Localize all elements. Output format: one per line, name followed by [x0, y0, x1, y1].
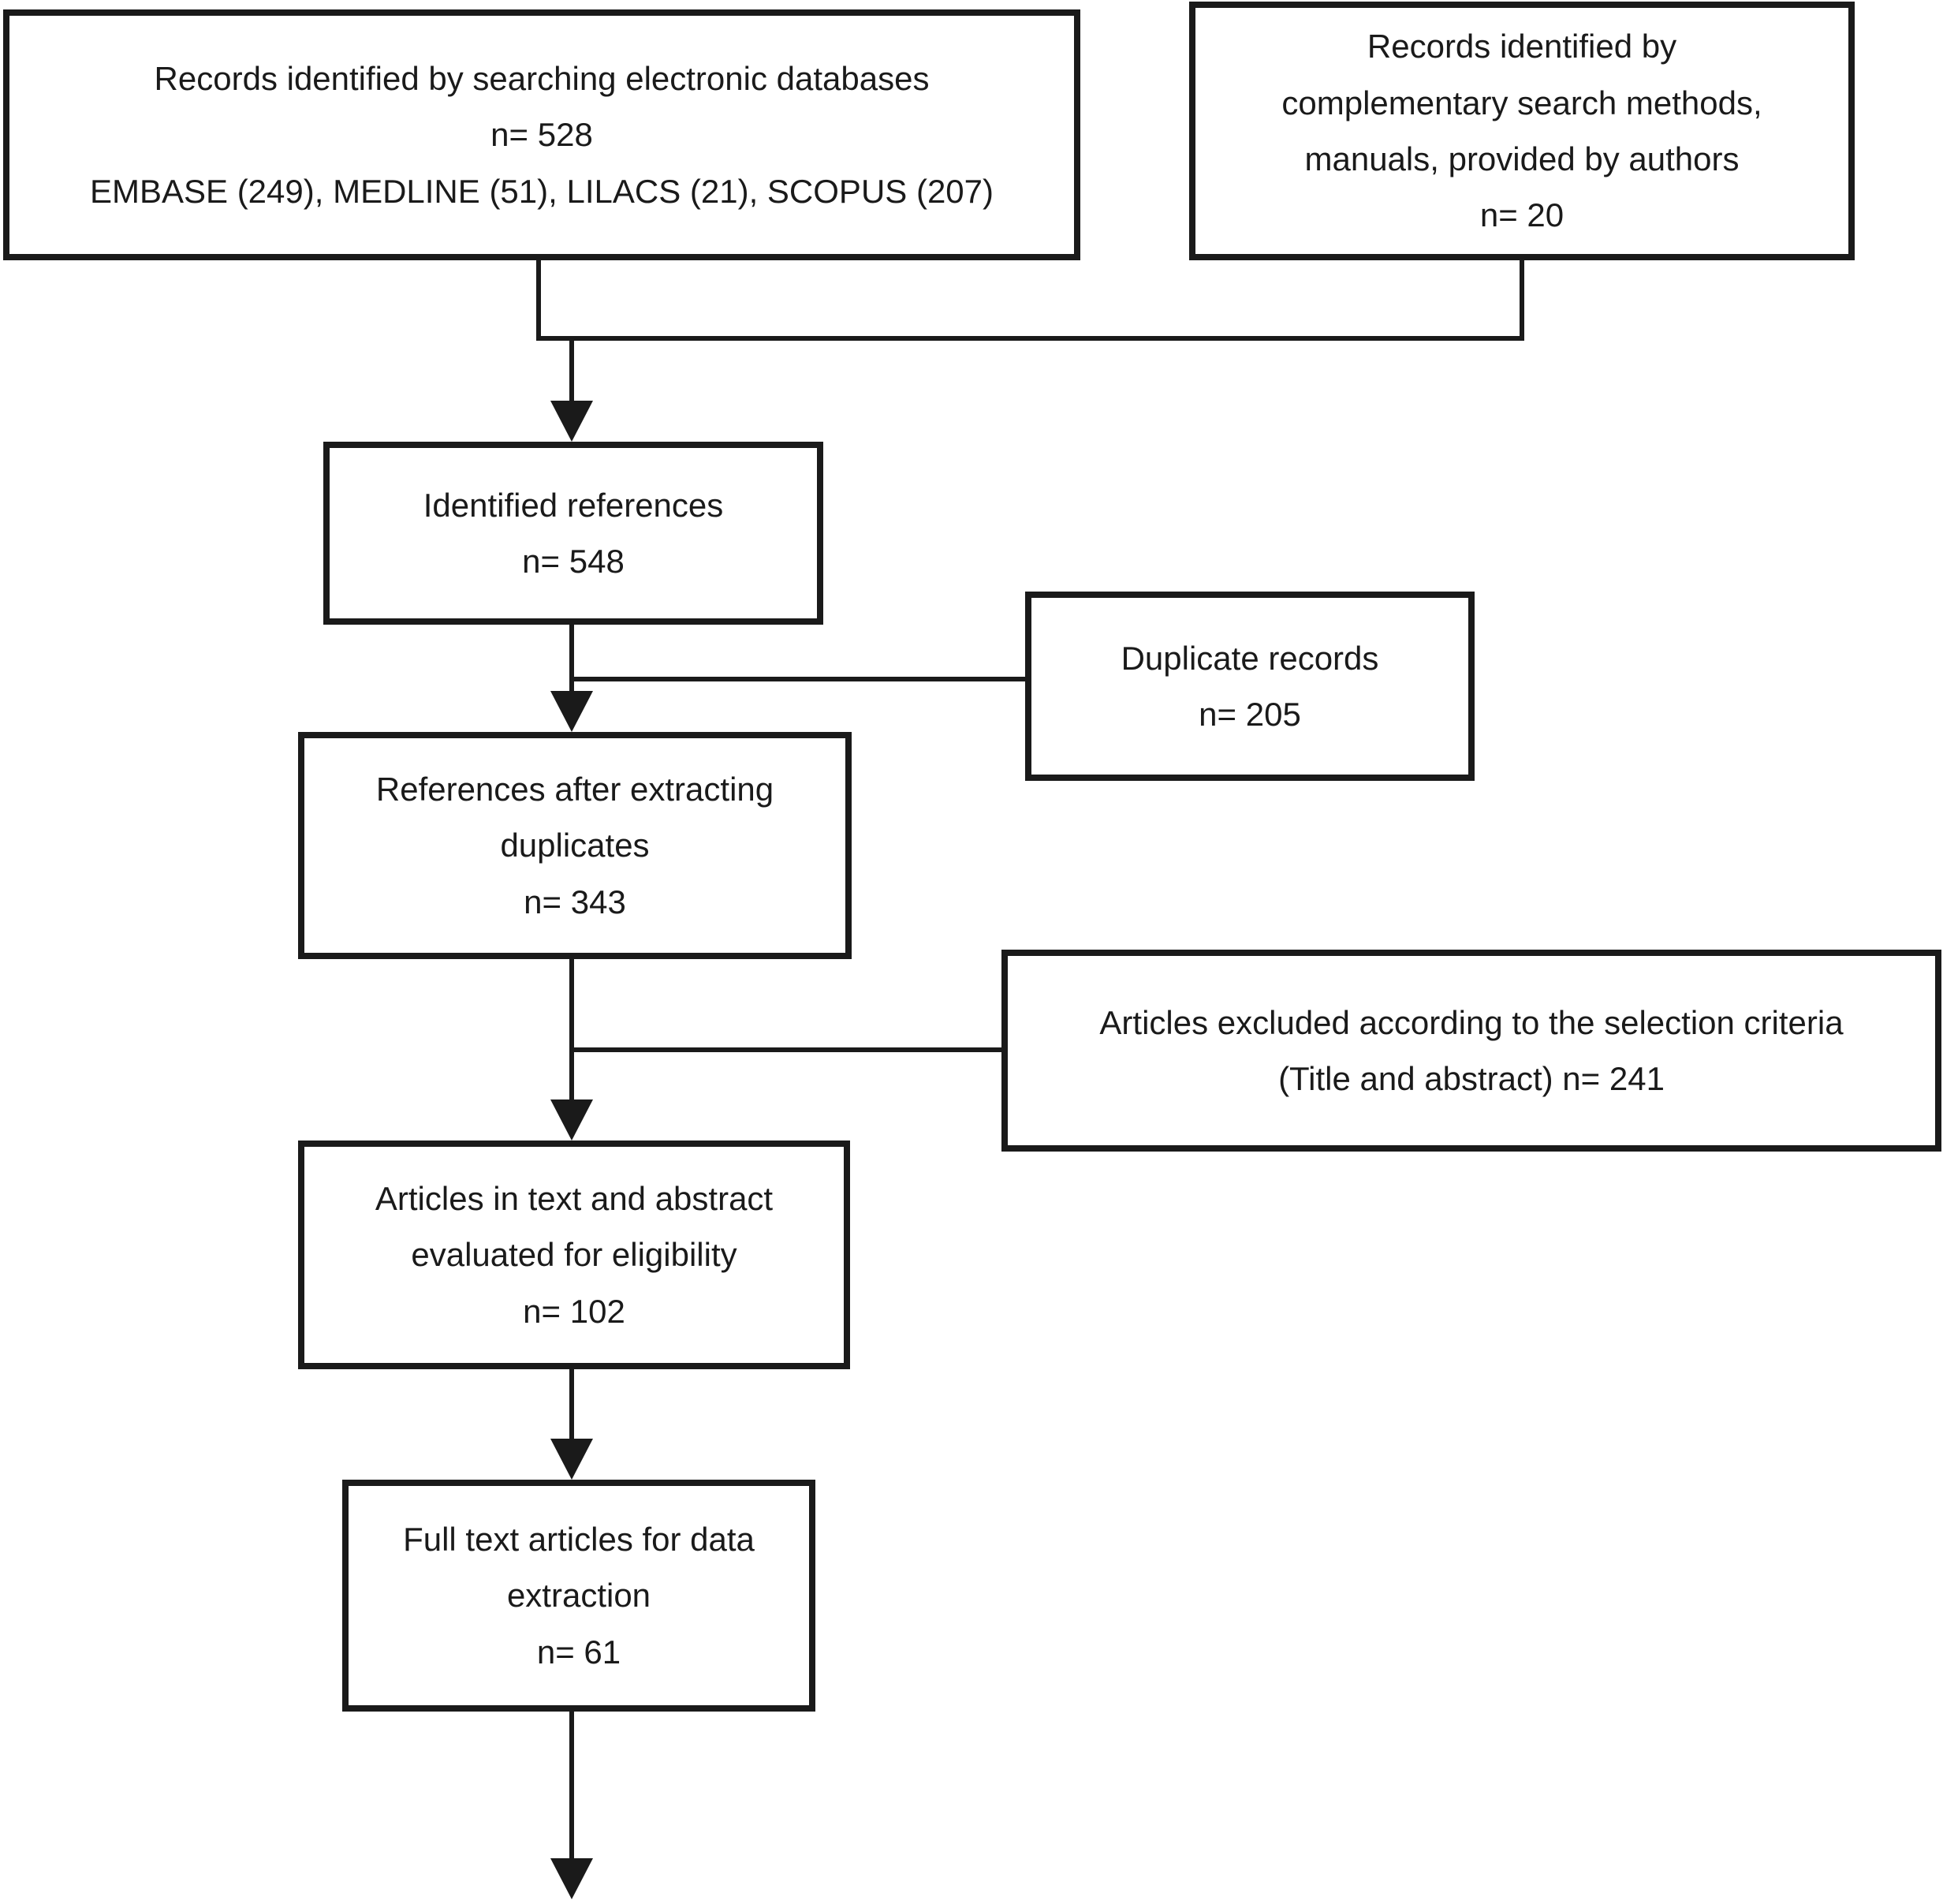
connector-identified-to-after-duplicates-line	[569, 623, 574, 694]
box-articles-excluded-line2: (Title and abstract) n= 241	[1278, 1060, 1665, 1097]
box-electronic-databases-line2: n= 528	[490, 116, 593, 154]
connector-branch-duplicate-records	[569, 677, 1028, 681]
box-identified-references: Identified references n= 548	[323, 442, 823, 625]
box-complementary-search-line2: complementary search methods,	[1281, 84, 1762, 121]
box-complementary-search-line4: n= 20	[1479, 196, 1564, 234]
arrowhead-into-articles-evaluated	[550, 1099, 593, 1141]
box-identified-references-line1: Identified references	[423, 486, 724, 524]
box-articles-evaluated-line2: evaluated for eligibility	[411, 1236, 737, 1274]
box-duplicate-records-line2: n= 205	[1199, 696, 1301, 733]
box-complementary-search-line1: Records identified by	[1367, 28, 1677, 65]
box-full-text-articles: Full text articles for data extraction n…	[342, 1480, 815, 1712]
connector-databases-stub	[536, 260, 541, 341]
connector-evaluated-to-fulltext-line	[569, 1368, 574, 1442]
box-complementary-search-line3: manuals, provided by authors	[1304, 140, 1740, 177]
box-articles-excluded-line1: Articles excluded according to the selec…	[1099, 1003, 1844, 1041]
box-articles-evaluated-line1: Articles in text and abstract	[375, 1179, 774, 1217]
connector-after-duplicates-to-evaluated-line	[569, 958, 574, 1103]
box-articles-excluded: Articles excluded according to the selec…	[1001, 950, 1941, 1152]
box-duplicate-records-line1: Duplicate records	[1121, 639, 1379, 677]
arrowhead-into-full-text	[550, 1439, 593, 1480]
box-electronic-databases-line1: Records identified by searching electron…	[154, 59, 930, 97]
box-articles-evaluated-line3: n= 102	[523, 1292, 625, 1330]
box-complementary-search: Records identified by complementary sear…	[1189, 2, 1855, 260]
box-references-after-duplicates-line1: References after extracting	[375, 770, 774, 808]
box-articles-evaluated: Articles in text and abstract evaluated …	[298, 1141, 850, 1369]
arrowhead-offpage-bottom	[550, 1858, 593, 1899]
connector-merge-horizontal	[536, 336, 1524, 341]
connector-fulltext-offpage-line	[569, 1710, 574, 1861]
box-full-text-articles-line2: extraction	[506, 1577, 651, 1615]
box-full-text-articles-line1: Full text articles for data	[403, 1520, 755, 1558]
box-electronic-databases: Records identified by searching electron…	[3, 9, 1080, 260]
box-identified-references-line2: n= 548	[522, 543, 625, 580]
arrowhead-into-after-duplicates	[550, 691, 593, 732]
box-references-after-duplicates-line2: duplicates	[500, 827, 650, 864]
connector-branch-articles-excluded	[569, 1047, 1005, 1052]
box-references-after-duplicates-line3: n= 343	[524, 883, 626, 920]
connector-complementary-stub	[1520, 260, 1524, 341]
box-electronic-databases-line3: EMBASE (249), MEDLINE (51), LILACS (21),…	[89, 172, 994, 210]
box-references-after-duplicates: References after extracting duplicates n…	[298, 732, 852, 959]
connector-merge-to-identified-line	[569, 336, 574, 404]
box-full-text-articles-line3: n= 61	[536, 1633, 621, 1671]
box-duplicate-records: Duplicate records n= 205	[1025, 592, 1475, 781]
arrowhead-into-identified-references	[550, 401, 593, 442]
